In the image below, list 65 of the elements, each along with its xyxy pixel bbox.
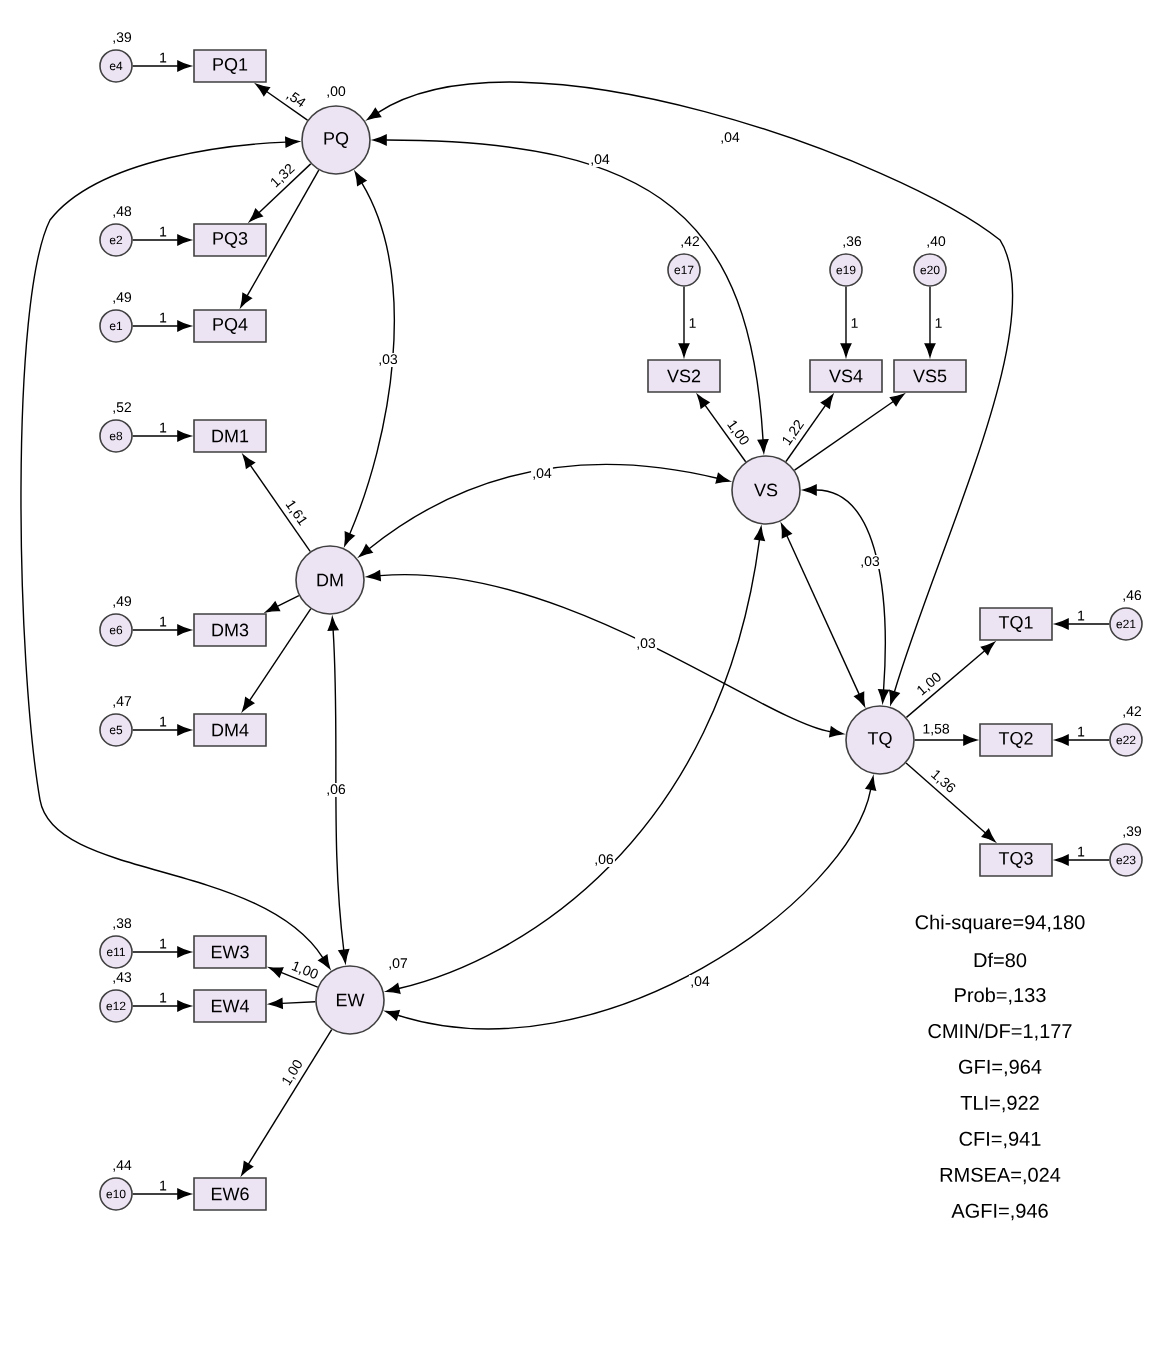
indicator-box: TQ3 [979,843,1053,877]
arrow [132,624,191,636]
indicator-box: PQ4 [193,309,267,343]
arrow [265,594,300,613]
indicator-box: VS2 [647,359,721,393]
covariance-arrow [327,616,350,964]
arrow [1055,618,1110,630]
arrow [132,320,191,332]
fit-statistic: TLI=,922 [960,1095,1039,1113]
fit-statistic: RMSEA=,024 [940,1167,1061,1185]
arrow [249,163,312,222]
indicator-box: DM4 [193,713,267,747]
indicator-box: EW6 [193,1177,267,1211]
arrow [924,286,936,357]
fit-statistic: CFI=,941 [959,1131,1041,1149]
indicator-box: PQ3 [193,223,267,257]
indicator-box: PQ1 [193,49,267,83]
arrow [793,393,905,471]
arrow [132,946,191,958]
arrow [132,1000,191,1012]
covariance-arrow [20,136,331,969]
arrow [241,1028,333,1176]
arrow [697,394,747,463]
fit-statistic: CMIN/DF=1,177 [928,1023,1072,1041]
indicator-box: TQ2 [979,723,1053,757]
indicator-box: EW3 [193,935,267,969]
arrow [840,286,852,357]
covariance-arrow [386,526,765,994]
arrow [268,967,319,988]
covariance-arrow [373,134,769,454]
fit-statistic: Prob=,133 [955,987,1046,1005]
arrow [132,430,191,442]
arrow [255,83,309,121]
arrow [242,608,312,712]
arrow [240,169,320,308]
arrow [1055,854,1110,866]
covariance-arrow [780,523,866,707]
fit-statistic: AGFI=,946 [951,1203,1048,1221]
indicator-box: VS4 [809,359,883,393]
arrow [132,724,191,736]
fit-statistic: Df=80 [974,952,1027,968]
covariance-arrow [366,570,844,738]
indicator-box: DM3 [193,613,267,647]
arrow [905,762,996,842]
indicator-box: VS5 [893,359,967,393]
indicator-box: EW4 [193,989,267,1023]
covariance-arrow [802,484,890,704]
indicator-box: TQ1 [979,607,1053,641]
arrow [242,454,311,553]
covariance-arrow [344,171,395,547]
fit-statistic: Chi-square=94,180 [915,914,1085,934]
covariance-arrow [385,776,877,1030]
covariance-arrow [358,463,731,558]
arrow [785,394,834,463]
covariance-arrow [366,81,1014,705]
arrow [678,286,690,357]
indicator-box: DM1 [193,419,267,453]
arrow [914,734,977,746]
arrow [905,641,995,719]
arrow [269,997,316,1009]
arrow [132,60,191,72]
arrow [132,234,191,246]
arrow [1055,734,1110,746]
fit-statistic: GFI=,964 [959,1059,1042,1077]
arrow [132,1188,191,1200]
